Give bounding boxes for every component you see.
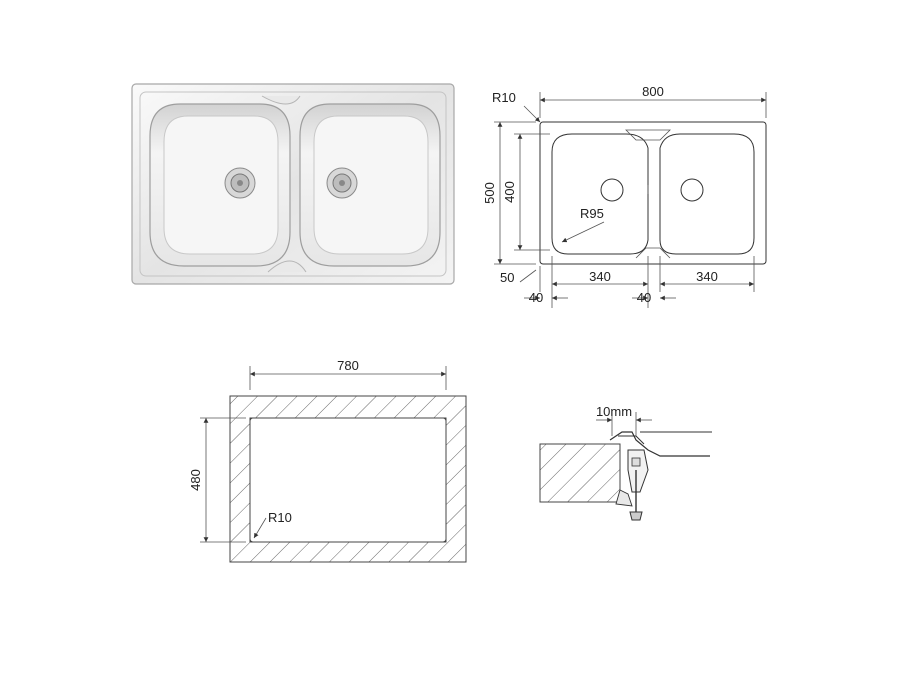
sink-edge-profile bbox=[609, 431, 710, 457]
cutout-width-label: 780 bbox=[337, 358, 359, 373]
sink-photo-left-bowl bbox=[149, 103, 291, 267]
top-view-inner-height-label: 400 bbox=[502, 181, 517, 203]
cutout-drawing: 780 480 R10 bbox=[188, 358, 467, 563]
mounting-detail-drawing: 10mm bbox=[539, 404, 712, 521]
top-view-height-label: 500 bbox=[482, 182, 497, 204]
mounting-clip bbox=[615, 449, 649, 521]
right-bowl-outline bbox=[659, 133, 755, 255]
top-view-edge-offset-left-label: 40 bbox=[529, 290, 543, 305]
countertop-section bbox=[539, 443, 621, 503]
left-drain-hole bbox=[600, 178, 624, 202]
left-bowl-outline bbox=[551, 133, 649, 255]
top-view-bottom-left-offset-label: 50 bbox=[500, 270, 514, 285]
top-view-corner-radius-label: R10 bbox=[492, 90, 516, 105]
cutout-opening bbox=[249, 417, 447, 543]
cutout-corner-radius-label: R10 bbox=[268, 510, 292, 525]
top-view-drawing: 800 R10 500 400 R95 50 340 340 40 bbox=[482, 84, 767, 308]
cutout-height-label: 480 bbox=[188, 469, 203, 491]
right-drain-hole bbox=[680, 178, 704, 202]
top-view-bowl-width-left-label: 340 bbox=[589, 269, 611, 284]
top-view-width-label: 800 bbox=[642, 84, 664, 99]
sink-photo-right-bowl bbox=[299, 103, 441, 267]
top-view-bowl-width-right-label: 340 bbox=[696, 269, 718, 284]
top-view-edge-offset-mid-label: 40 bbox=[637, 290, 651, 305]
sink-outline bbox=[539, 121, 767, 265]
top-view-bowl-radius-label: R95 bbox=[580, 206, 604, 221]
sink-photo bbox=[131, 83, 455, 285]
mounting-gap-label: 10mm bbox=[596, 404, 632, 419]
